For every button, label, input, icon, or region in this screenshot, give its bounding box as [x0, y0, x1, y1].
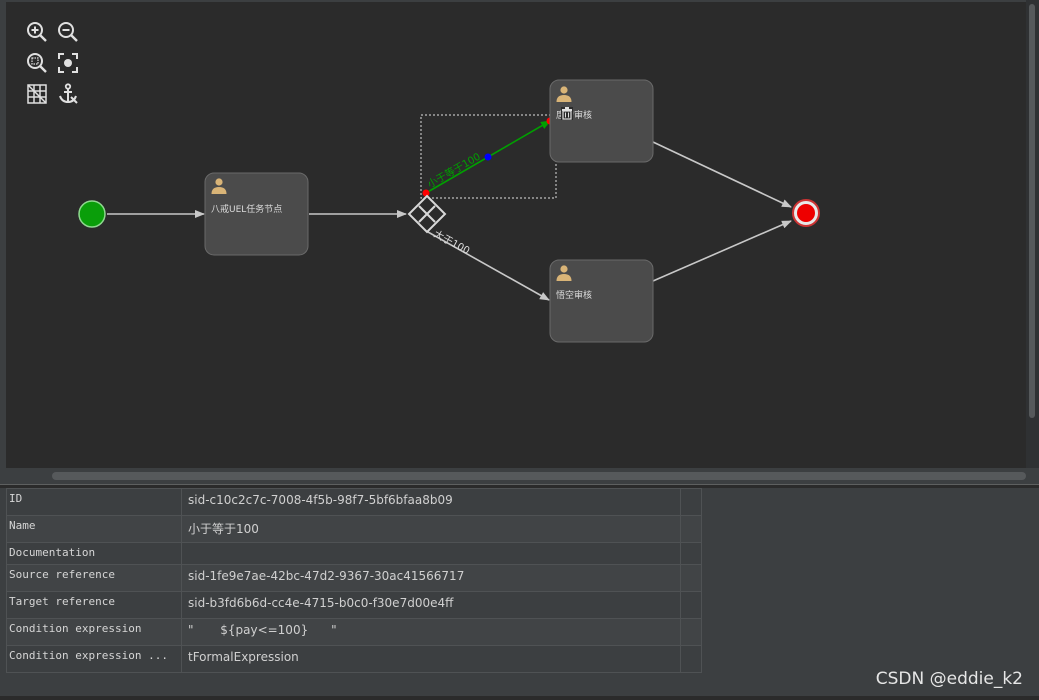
property-row-source-reference: Source reference sid-1fe9e7ae-42bc-47d2-…	[6, 564, 702, 592]
user-icon	[556, 265, 572, 281]
property-key: ID	[6, 488, 182, 516]
start-event[interactable]	[78, 200, 106, 228]
grid-icon[interactable]	[25, 82, 49, 106]
property-row-id: ID sid-c10c2c7c-7008-4f5b-98f7-5bf6bfaa8…	[6, 488, 702, 516]
property-value[interactable]: sid-c10c2c7c-7008-4f5b-98f7-5bf6bfaa8b09	[181, 488, 681, 516]
horizontal-scrollbar[interactable]	[6, 468, 1026, 482]
zoom-actual-icon[interactable]	[25, 51, 49, 75]
task-wukong[interactable]: 悟空审核	[549, 259, 654, 343]
property-extra	[680, 542, 702, 565]
exclusive-gateway[interactable]	[407, 194, 447, 234]
task-label: 八戒UEL任务节点	[211, 203, 282, 215]
user-icon	[556, 86, 572, 102]
property-key: Name	[6, 515, 182, 543]
property-key: Condition expression	[6, 618, 182, 646]
task-label: 悟空审核	[556, 289, 592, 301]
watermark: CSDN @eddie_k2	[875, 669, 1023, 689]
zoom-in-icon[interactable]	[25, 20, 49, 44]
task-tangseng[interactable]: 唐僧审核	[549, 79, 654, 163]
flow-wukong-to-end[interactable]	[652, 220, 792, 282]
property-row-documentation: Documentation	[6, 542, 702, 565]
vertical-scroll-thumb[interactable]	[1029, 4, 1035, 418]
flow-gateway-to-wukong[interactable]	[427, 231, 550, 301]
horizontal-scroll-thumb[interactable]	[52, 472, 1026, 480]
user-icon	[211, 178, 227, 194]
diagram-canvas-pane: 小于等于100 大于100 八戒UEL任务节点 唐僧审核	[0, 0, 1039, 484]
canvas-background	[6, 2, 1026, 468]
vertical-scrollbar[interactable]	[1026, 0, 1039, 468]
trash-icon[interactable]	[561, 107, 573, 120]
property-key: Target reference	[6, 591, 182, 619]
property-row-name: Name 小于等于100	[6, 515, 702, 543]
property-row-target-reference: Target reference sid-b3fd6b6d-cc4e-4715-…	[6, 591, 702, 619]
property-value[interactable]: tFormalExpression	[181, 645, 681, 673]
property-extra	[680, 515, 702, 543]
property-extra	[680, 488, 702, 516]
property-key: Condition expression ...	[6, 645, 182, 673]
property-value[interactable]: sid-1fe9e7ae-42bc-47d2-9367-30ac41566717	[181, 564, 681, 592]
anchor-icon[interactable]	[56, 82, 80, 106]
panel-divider[interactable]	[0, 484, 1039, 488]
zoom-fit-icon[interactable]	[56, 51, 80, 75]
bottom-strip	[0, 696, 1039, 700]
property-key: Source reference	[6, 564, 182, 592]
property-key: Documentation	[6, 542, 182, 565]
property-value[interactable]: " ${pay<=100} "	[181, 618, 681, 646]
flow-start-handle[interactable]	[422, 189, 430, 197]
flow-mid-handle[interactable]	[484, 153, 492, 161]
flow-tangseng-to-end[interactable]	[652, 141, 792, 208]
property-row-condition-expression-type: Condition expression ... tFormalExpressi…	[6, 645, 702, 673]
property-extra	[680, 645, 702, 673]
property-extra	[680, 564, 702, 592]
properties-table: ID sid-c10c2c7c-7008-4f5b-98f7-5bf6bfaa8…	[6, 488, 702, 673]
property-value[interactable]: sid-b3fd6b6d-cc4e-4715-b0c0-f30e7d00e4ff	[181, 591, 681, 619]
diagram-canvas[interactable]: 小于等于100 大于100 八戒UEL任务节点 唐僧审核	[0, 0, 1039, 484]
end-event[interactable]	[792, 199, 820, 227]
property-row-condition-expression: Condition expression " ${pay<=100} "	[6, 618, 702, 646]
property-value[interactable]	[181, 542, 681, 565]
zoom-out-icon[interactable]	[56, 20, 80, 44]
property-value[interactable]: 小于等于100	[181, 515, 681, 543]
property-extra	[680, 618, 702, 646]
task-bajie[interactable]: 八戒UEL任务节点	[204, 172, 309, 256]
property-extra	[680, 591, 702, 619]
